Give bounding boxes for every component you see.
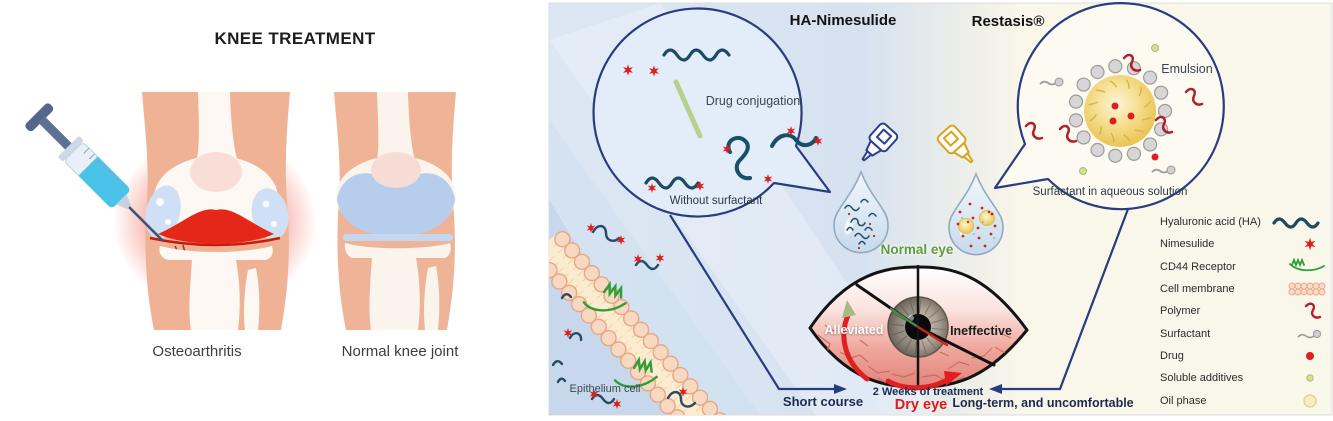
syringe-icon [25,103,164,242]
oil-droplet [1084,75,1156,147]
nimesulide-star-icon [1304,238,1316,251]
surfactant-icon [1297,329,1322,338]
alleviated-label: Alleviated [824,323,884,337]
normal-knee-illustration [334,92,456,330]
cartilage-remnants [145,185,289,240]
polymer-squiggles [1024,53,1204,143]
osteoarthritis-label: Osteoarthritis [152,343,242,360]
drug-conjugation-label: Drug conjugation [705,94,801,108]
legend-row-nimesulide: Nimesulide [1160,233,1328,255]
legend-label: Hyaluronic acid (HA) [1160,216,1261,229]
normal-knee-label: Normal knee joint [341,343,459,360]
knee-treatment-title: KNEE TREATMENT [214,29,376,48]
legend-row-drug: Drug [1160,345,1328,367]
cd44-receptor-illustration [582,280,658,388]
short-course-label: Short course [782,394,864,409]
weeks-of-treatment-label: 2 Weeks of treatment [872,386,984,398]
crack-texture [817,324,1012,384]
legend-label: Surfactant [1160,327,1211,340]
legend-label: Polymer [1160,305,1201,318]
legend-label: Soluble additives [1160,372,1244,385]
legend-row-additives: Soluble additives [1160,367,1328,389]
cd44-receptor-icon [1289,257,1325,271]
ha-nimesulide-title: HA-Nimesulide [789,12,897,29]
ha-nimesulide-balloon [592,7,832,218]
free-surfactants [1039,77,1176,175]
legend-row-ha: Hyaluronic acid (HA) [1160,211,1328,233]
legend-row-polymer: Polymer [1160,300,1328,322]
normal-eye-label: Normal eye [880,242,954,257]
ineffective-label: Ineffective [950,324,1012,338]
cell-membrane-illustration [549,230,728,415]
legend-row-cd44: CD44 Receptor [1160,256,1328,278]
dry-eye-label: Dry eye [894,397,948,413]
ha-conjugates-near-membrane [551,224,697,408]
short-course-connector [669,214,834,391]
legend-label: Nimesulide [1160,238,1215,251]
oil-phase-icon [1303,393,1317,408]
legend-label: Drug [1160,349,1184,362]
legend-label: CD44 Receptor [1160,260,1236,273]
ineffective-arrow [885,375,953,391]
soluble-additive-dot-icon [1306,374,1314,382]
legend-row-surfactant: Surfactant [1160,322,1328,344]
ha-wave-icon [1272,217,1320,229]
surfactant-ring [1068,59,1173,163]
dry-eye-illustration [808,265,1029,391]
epithelium-cell-label: Epithelium cell [569,383,641,395]
emulsion-label: Emulsion [1161,62,1213,76]
surfactant-solution-label: Surfactant in aqueous solution [1032,186,1188,198]
long-term-connector [1002,208,1130,391]
eye-dropper-yellow-icon [936,124,974,164]
eye-dropper-blue-icon [861,122,899,162]
restasis-title: Restasis® [971,13,1045,30]
alleviated-arrow [841,310,870,382]
osteoarthritis-knee-illustration [113,92,317,330]
long-term-label: Long-term, and uncomfortable [952,396,1134,410]
legend-label: Cell membrane [1160,283,1235,296]
legend-label: Oil phase [1160,394,1207,407]
droplet-restasis [948,171,1004,256]
restasis-balloon [993,2,1225,211]
drug-dot-icon [1306,351,1314,360]
cell-membrane-icon [1288,282,1326,296]
green-arrowhead [842,300,856,318]
legend: Hyaluronic acid (HA) Nimesulide CD44 Rec… [1160,211,1328,412]
without-surfactant-label: Without surfactant [669,195,763,207]
legend-row-membrane: Cell membrane [1160,278,1328,300]
polymer-squiggle-icon [1304,302,1322,320]
conjugated-squiggles [726,133,818,181]
droplet-ha-nimesulide [833,169,889,254]
legend-row-oil: Oil phase [1160,389,1328,411]
